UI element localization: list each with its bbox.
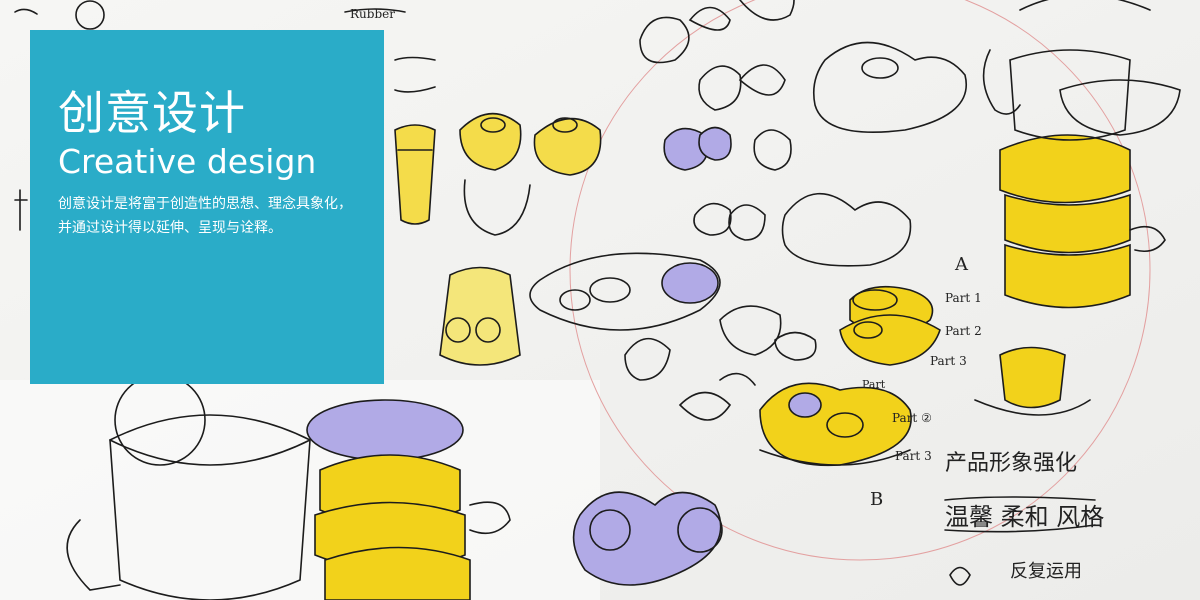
panel-title-cn: 创意设计	[58, 86, 246, 140]
note-part-b2: Part ②	[892, 411, 932, 425]
note-part-c: Part	[862, 378, 886, 391]
note-rubber: Rubber	[350, 7, 395, 21]
note-concept-1: 产品形象强化	[945, 451, 1077, 476]
note-concept-3: 反复运用	[1010, 561, 1082, 582]
creative-design-panel: 创意设计 Creative design 创意设计是将富于创造性的思想、理念具象…	[30, 30, 384, 384]
panel-description: 创意设计是将富于创造性的思想、理念具象化，并通过设计得以延伸、呈现与诠释。	[58, 196, 352, 236]
note-part-b3: Part 3	[895, 449, 932, 463]
note-part2: Part 2	[945, 324, 982, 338]
panel-title-en: Creative design	[58, 142, 317, 181]
note-part1: Part 1	[945, 291, 982, 305]
note-label-b: B	[870, 489, 883, 510]
note-concept-2: 温馨 柔和 风格	[945, 503, 1104, 531]
note-label-a: A	[954, 254, 969, 275]
note-part3: Part 3	[930, 354, 967, 368]
